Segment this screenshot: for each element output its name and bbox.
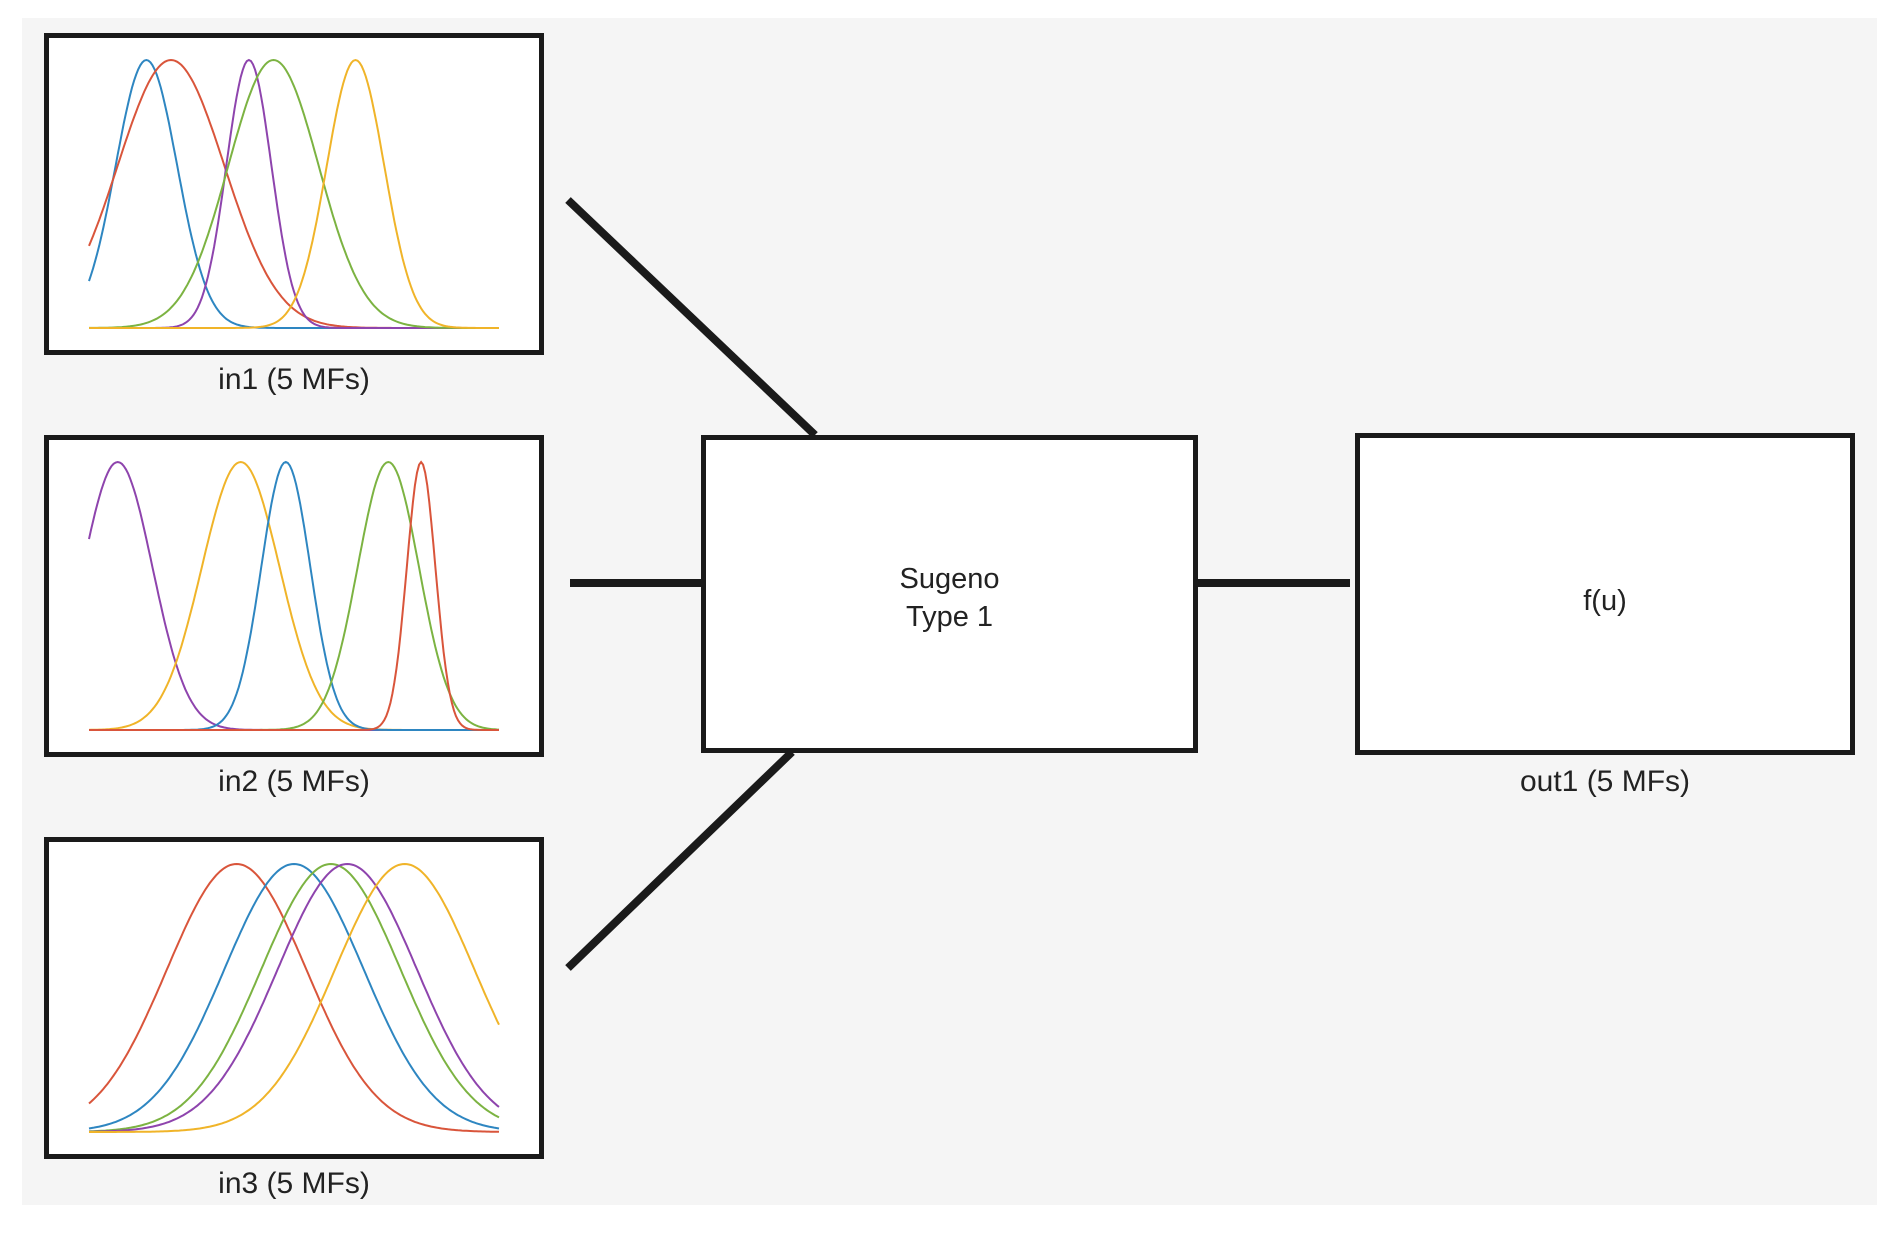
mf-curve-5: [89, 460, 499, 731]
input-2-mf-curves: [88, 460, 500, 731]
input-3-mf-plot[interactable]: [44, 837, 544, 1159]
output-block[interactable]: f(u): [1355, 433, 1855, 755]
output-function: f(u): [1583, 585, 1627, 617]
mf-curve-1: [88, 862, 500, 1133]
system-type-line2: Type 1: [905, 601, 994, 633]
sugeno-system-block[interactable]: Sugeno Type 1: [701, 435, 1198, 753]
input-3-label: in3 (5 MFs): [218, 1167, 370, 1200]
wire-in1: [565, 197, 818, 438]
input-2-mf-plot[interactable]: [44, 435, 544, 757]
mf-curve-4: [89, 862, 500, 1133]
output-label: out1 (5 MFs): [1519, 765, 1691, 798]
input-2-label: in2 (5 MFs): [218, 765, 370, 798]
input-3-mf-curves: [88, 862, 500, 1133]
wire-in3: [565, 749, 795, 971]
mf-curve-5: [89, 58, 499, 329]
mf-curve-3: [88, 862, 500, 1133]
mf-curve-4: [89, 58, 499, 329]
system-type-line1: Sugeno: [899, 563, 1000, 595]
input-1-label: in1 (5 MFs): [218, 363, 370, 396]
mf-curve-2: [88, 862, 500, 1130]
input-1-mf-plot[interactable]: [44, 33, 544, 355]
mf-curve-5: [89, 862, 500, 1133]
input-1-mf-curves: [88, 58, 499, 329]
